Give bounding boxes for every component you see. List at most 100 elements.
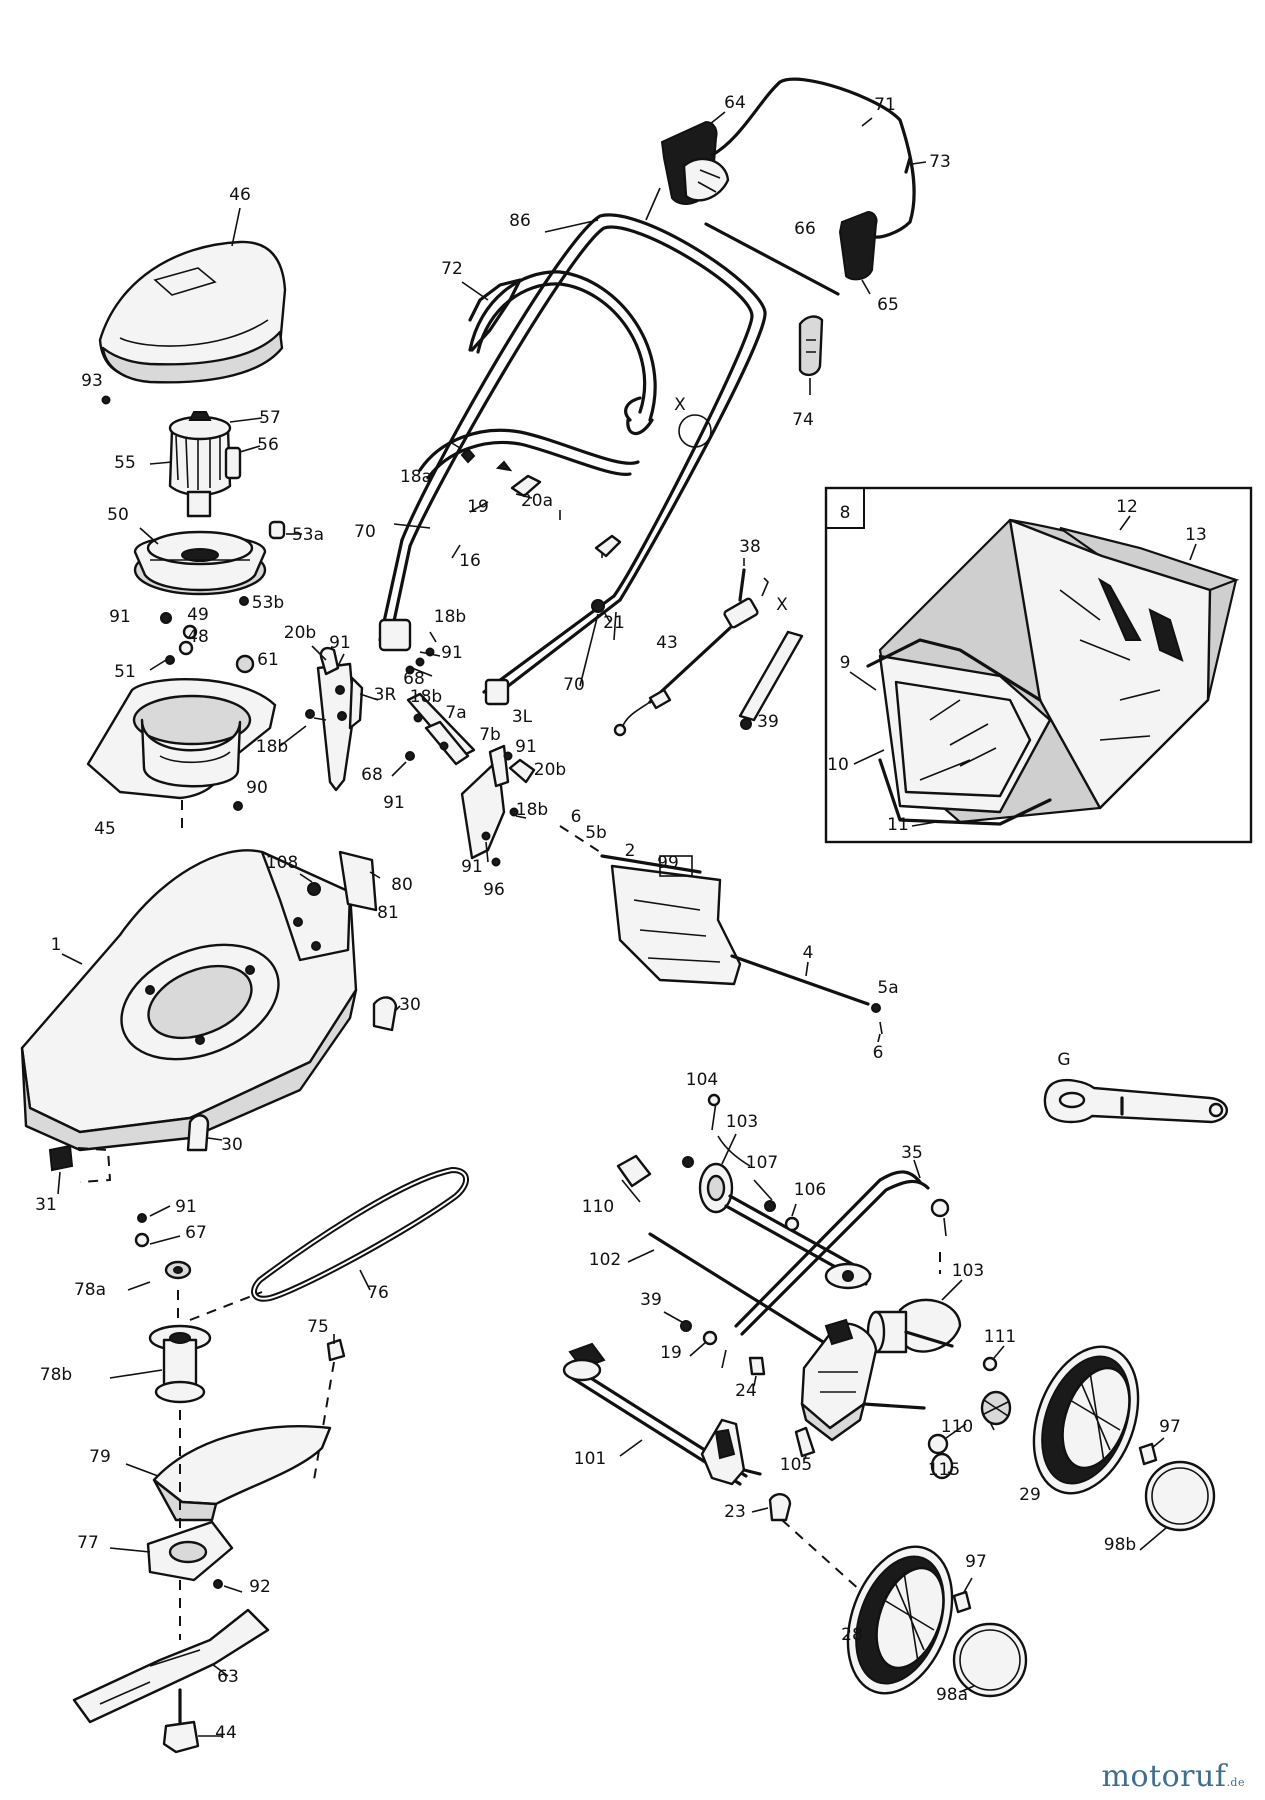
part-label: 61 — [257, 650, 279, 670]
part-label: 76 — [367, 1283, 389, 1303]
part-label: 20b — [284, 623, 316, 643]
grass-catcher-inset — [824, 486, 1253, 844]
part-label: 66 — [794, 219, 816, 239]
part-label: 92 — [249, 1577, 271, 1597]
part-label: 106 — [794, 1180, 826, 1200]
part-label: 107 — [746, 1153, 778, 1173]
part-label: 105 — [780, 1455, 812, 1475]
part-label: 68 — [403, 669, 425, 689]
rear-axle-assembly — [616, 1093, 872, 1290]
part-label: 78b — [40, 1365, 72, 1385]
part-label: 91 — [329, 633, 351, 653]
part-label: 53a — [292, 525, 324, 545]
part-label: 110 — [582, 1197, 614, 1217]
part-label: 75 — [307, 1317, 329, 1337]
part-label: 44 — [215, 1723, 237, 1743]
motor — [168, 411, 242, 518]
part-label: 39 — [757, 712, 779, 732]
part-label: 18b — [516, 800, 548, 820]
part-label: 12 — [1116, 497, 1138, 517]
part-label: 9 — [840, 653, 851, 673]
watermark-tld: .de — [1226, 1776, 1245, 1789]
part-label: 99 — [657, 853, 679, 873]
part-label: 98b — [1104, 1535, 1136, 1555]
part-label: 46 — [229, 185, 251, 205]
part-label: 19 — [660, 1343, 682, 1363]
part-label: 50 — [107, 505, 129, 525]
part-label: 3L — [512, 707, 533, 727]
part-label: 80 — [391, 875, 413, 895]
part-label: 18b — [434, 607, 466, 627]
blade-adapter — [152, 1425, 332, 1506]
deck-shroud — [86, 678, 277, 800]
part-label: 49 — [187, 605, 209, 625]
part-label: 20a — [521, 491, 553, 511]
part-label: 110 — [941, 1417, 973, 1437]
part-label: 72 — [441, 259, 463, 279]
part-label: 10 — [827, 755, 849, 775]
part-label: 6 — [571, 807, 582, 827]
part-label: 98a — [936, 1685, 968, 1705]
blade-bolt — [162, 1720, 200, 1754]
part-label: 24 — [735, 1381, 757, 1401]
part-label: 18b — [410, 687, 442, 707]
inset-number-box — [825, 487, 865, 529]
part-label: 101 — [574, 1449, 606, 1469]
part-label: 77 — [77, 1533, 99, 1553]
part-label: 111 — [984, 1327, 1016, 1347]
part-label: 1 — [51, 935, 62, 955]
part-label: 45 — [94, 819, 116, 839]
rear-wheel — [1032, 1345, 1140, 1495]
handle-frame — [378, 213, 767, 706]
part-label: 5a — [877, 978, 898, 998]
part-label: 57 — [259, 408, 281, 428]
cable-assembly — [613, 568, 769, 737]
part-label: X — [776, 595, 788, 615]
part-label: X — [674, 395, 686, 415]
gearbox — [800, 1318, 926, 1442]
part-label: 65 — [877, 295, 899, 315]
part-label: 2 — [625, 841, 636, 861]
part-label: 43 — [656, 633, 678, 653]
part-label: 96 — [483, 880, 505, 900]
part-label: 39 — [640, 1290, 662, 1310]
part-label: 90 — [246, 778, 268, 798]
part-label: 67 — [185, 1223, 207, 1243]
part-label: 51 — [114, 662, 136, 682]
part-label: 70 — [563, 675, 585, 695]
cutter-blade — [72, 1608, 270, 1724]
part-label: 19 — [467, 497, 489, 517]
part-label: 63 — [217, 1667, 239, 1687]
part-label: 16 — [459, 551, 481, 571]
part-label: 71 — [874, 95, 896, 115]
watermark-brand: motoruf — [1101, 1759, 1227, 1794]
part-label: G — [1057, 1050, 1070, 1070]
wrench — [1043, 1078, 1228, 1124]
part-label: 91 — [515, 737, 537, 757]
mower-deck — [20, 849, 358, 1152]
part-label: 28 — [841, 1625, 863, 1645]
front-wheel — [846, 1545, 954, 1695]
part-label: 30 — [221, 1135, 243, 1155]
part-label: 91 — [461, 857, 483, 877]
part-label: 86 — [509, 211, 531, 231]
part-label: 5b — [585, 823, 607, 843]
part-label: 21 — [603, 613, 625, 633]
part-label: 91 — [383, 793, 405, 813]
part-label: 31 — [35, 1195, 57, 1215]
part-label: 93 — [81, 371, 103, 391]
drive-belt — [251, 1166, 469, 1302]
part-label: 55 — [114, 453, 136, 473]
watermark: motoruf.de — [1102, 1759, 1245, 1794]
part-label: 97 — [1159, 1417, 1181, 1437]
part-label: 70 — [354, 522, 376, 542]
part-label: 35 — [901, 1143, 923, 1163]
grass-catcher — [866, 518, 1240, 826]
part-label: 103 — [952, 1261, 984, 1281]
part-label: 30 — [399, 995, 421, 1015]
part-label: 8 — [840, 503, 851, 523]
part-label: 102 — [589, 1250, 621, 1270]
part-label: 73 — [929, 152, 951, 172]
